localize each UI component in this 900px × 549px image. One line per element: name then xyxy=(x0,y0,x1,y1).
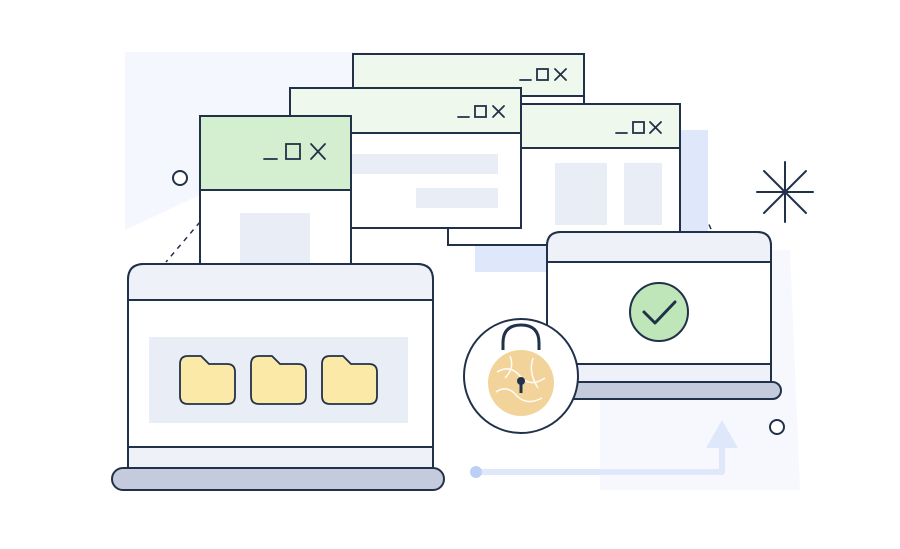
window-controls xyxy=(519,68,567,81)
content-placeholder xyxy=(240,213,310,268)
window-front xyxy=(199,115,352,268)
close-icon xyxy=(492,105,505,118)
close-icon xyxy=(310,143,326,160)
arrow-up-icon xyxy=(706,420,738,448)
close-icon xyxy=(649,121,662,134)
close-icon xyxy=(554,68,567,81)
content-placeholder xyxy=(416,188,498,208)
asterisk-sparkle-icon xyxy=(756,161,814,223)
maximize-icon xyxy=(632,121,645,134)
dashed-connector-left xyxy=(165,221,201,263)
content-placeholder xyxy=(624,163,662,225)
maximize-icon xyxy=(285,143,301,160)
folder-icon xyxy=(250,355,307,405)
folders xyxy=(179,355,378,405)
checkmark-icon xyxy=(629,282,689,342)
folder-icon xyxy=(321,355,378,405)
laptop-base xyxy=(111,467,445,491)
decor-circle-left xyxy=(172,170,188,186)
decor-circle-right xyxy=(769,419,785,435)
laptop-right xyxy=(532,231,782,400)
folder-icon xyxy=(179,355,236,405)
maximize-icon xyxy=(536,68,549,81)
transfer-path xyxy=(470,420,738,478)
laptop-left xyxy=(111,263,445,491)
content-placeholder xyxy=(555,163,607,225)
content-placeholder xyxy=(350,154,498,174)
padlock-icon xyxy=(463,318,579,434)
maximize-icon xyxy=(474,105,487,118)
